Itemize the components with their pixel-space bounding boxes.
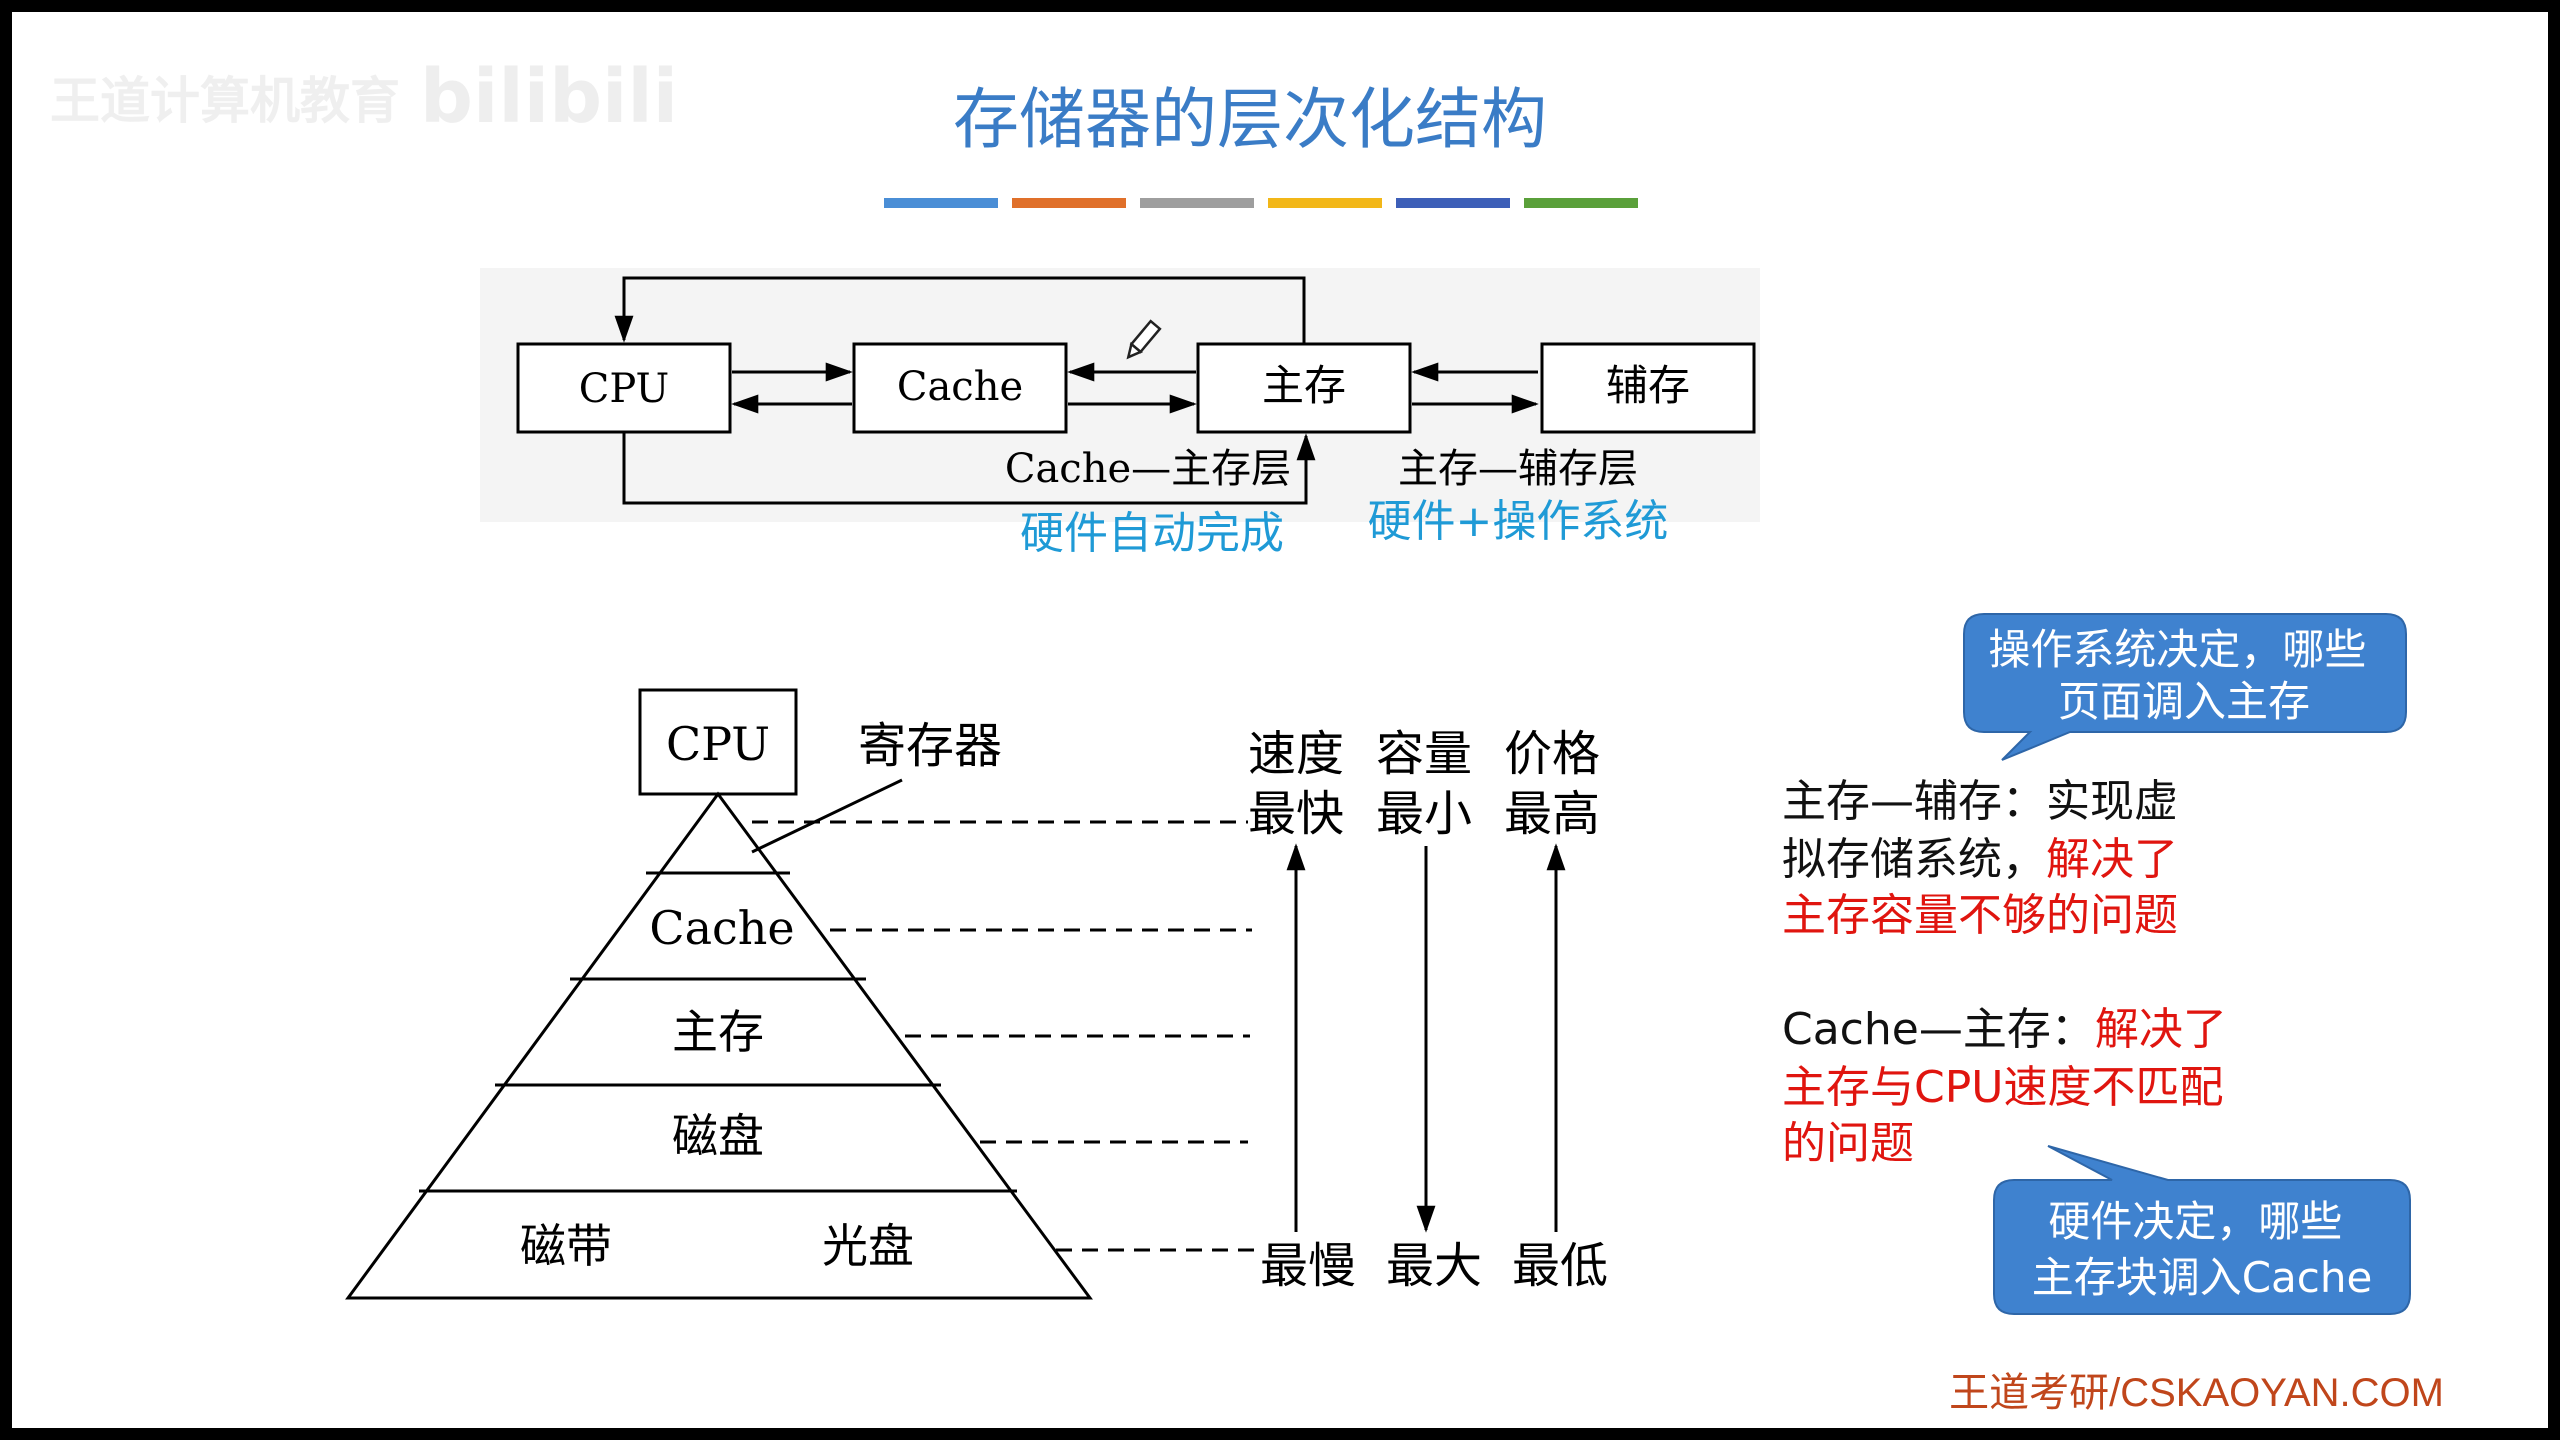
pyramid-level-disk: 磁盘: [672, 1109, 764, 1163]
callout-hw-text: 硬件决定，哪些 主存块调入Cache: [2032, 1197, 2373, 1302]
watermark-org: 王道计算机教育: [50, 72, 400, 130]
label-cache-main-layer: Cache—主存层: [1005, 446, 1291, 492]
label-main-aux-layer: 主存—辅存层: [1398, 446, 1638, 492]
pyramid-level-cache: Cache: [649, 901, 794, 955]
column-speed-top: 最快: [1248, 786, 1344, 842]
main-memory-box-label: 主存: [1262, 361, 1346, 410]
arrow-main-to-cpu-top: [614, 276, 1306, 344]
column-speed-bottom: 最慢: [1260, 1238, 1356, 1294]
cpu-box: [516, 342, 732, 434]
pyramid-level-tape: 磁带: [520, 1219, 612, 1273]
column-price-bottom: 最低: [1512, 1238, 1608, 1294]
callout-hw: 硬件决定，哪些 主存块调入Cache: [1993, 1145, 2411, 1315]
callout-os-bubble: [1963, 613, 2407, 761]
aux-memory-box-label: 辅存: [1606, 361, 1690, 410]
note-hardware-auto: 硬件自动完成: [1020, 508, 1284, 559]
note-cache-main-line-3: 的问题: [1782, 1118, 1914, 1169]
title-bar-segment: [1012, 198, 1126, 208]
title-bar-segment: [1140, 198, 1254, 208]
register-pointer-line: [751, 778, 903, 854]
note-main-aux-line-1: 主存—辅存：实现虚: [1782, 776, 2178, 827]
title-color-bar: [884, 198, 1638, 208]
callout-hw-line-2: 主存块调入Cache: [2032, 1253, 2373, 1302]
watermark-brand: bilibili: [420, 54, 678, 140]
callout-os: 操作系统决定，哪些 页面调入主存: [1963, 613, 2407, 761]
cache-box: [852, 342, 1068, 434]
note-cache-main-line-1: Cache—主存：解决了: [1782, 1004, 2227, 1055]
title-bar-segment: [1396, 198, 1510, 208]
memory-pyramid: CPU Cache 主存 磁盘 磁带 光盘 寄存器: [345, 688, 1254, 1300]
pyramid-level-optical: 光盘: [822, 1219, 914, 1273]
callout-os-line-1: 操作系统决定，哪些: [1988, 625, 2366, 674]
pyramid-outline: [345, 791, 1093, 1300]
column-capacity-bottom: 最大: [1386, 1238, 1482, 1294]
footer-brand: 王道考研/CSKAOYAN.COM: [1949, 1371, 2444, 1415]
property-columns: 速度 最快 最慢 容量 最小 最大 价格 最高 最低: [1248, 726, 1608, 1294]
callout-os-line-2: 页面调入主存: [2058, 677, 2310, 726]
note-cache-main-line-2: 主存与CPU速度不匹配: [1782, 1062, 2223, 1113]
register-label: 寄存器: [858, 718, 1002, 774]
cache-box-label: Cache: [897, 364, 1023, 410]
column-price-header: 价格: [1504, 726, 1600, 782]
title-bar-segment: [1268, 198, 1382, 208]
column-capacity-top: 最小: [1376, 786, 1472, 842]
aux-memory-box: [1540, 342, 1756, 434]
callout-hw-bubble: [1993, 1145, 2411, 1315]
title-bar-segment: [884, 198, 998, 208]
flow-diagram: CPU Cache 主存 辅存 Cache—主存层 主存—辅存层: [480, 268, 1760, 522]
column-speed-header: 速度: [1248, 726, 1344, 782]
cpu-box-label: CPU: [579, 366, 670, 412]
note-main-aux-line-3: 主存容量不够的问题: [1782, 890, 2178, 941]
pencil-icon: [1126, 319, 1162, 360]
pyramid-cpu-label: CPU: [666, 717, 770, 771]
callout-os-text: 操作系统决定，哪些 页面调入主存: [1988, 625, 2379, 726]
main-memory-box: [1196, 342, 1412, 434]
note-hardware-os: 硬件+操作系统: [1368, 496, 1669, 547]
page-title: 存储器的层次化结构: [953, 81, 1547, 158]
callout-hw-line-1: 硬件决定，哪些: [2048, 1197, 2342, 1246]
column-capacity-header: 容量: [1376, 726, 1472, 782]
notes: 主存—辅存：实现虚 拟存储系统，解决了 主存容量不够的问题 Cache—主存：解…: [1782, 776, 2227, 1169]
note-main-aux-line-2: 拟存储系统，解决了: [1782, 834, 2178, 885]
title-bar-segment: [1524, 198, 1638, 208]
arrow-cpu-to-main-bottom: [622, 432, 1316, 505]
pyramid-level-main: 主存: [672, 1005, 764, 1059]
column-price-top: 最高: [1504, 786, 1600, 842]
pyramid-cpu-box: [638, 688, 798, 796]
